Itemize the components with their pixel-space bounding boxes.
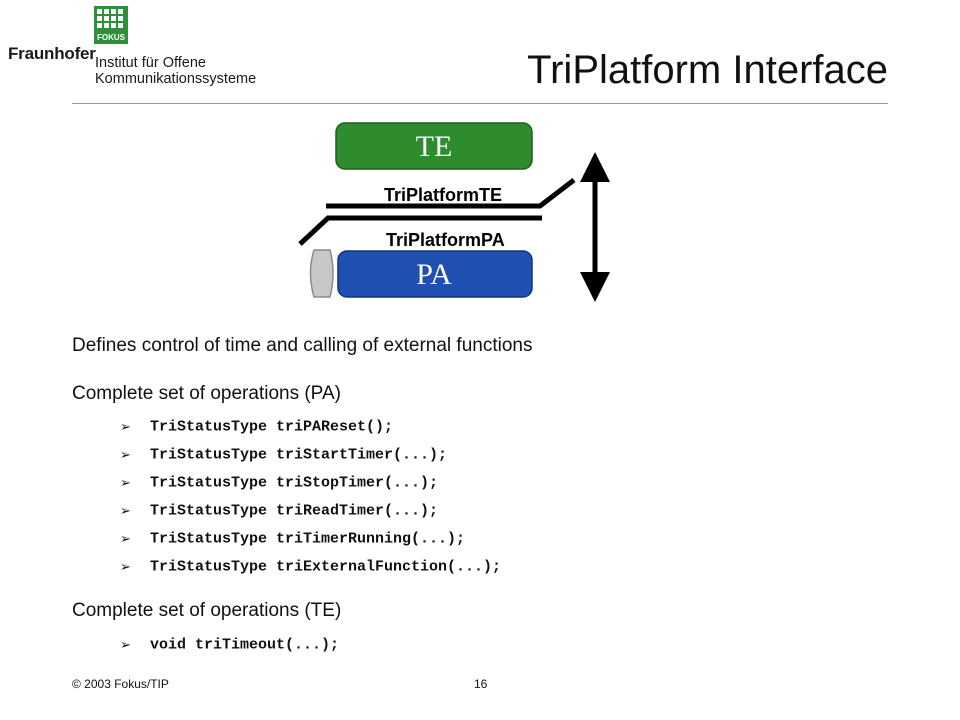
triplatform-pa-line [298, 215, 542, 246]
double-arrow-icon [580, 152, 610, 302]
bullet-arrow-icon: ➢ [120, 558, 131, 574]
bullet-arrow-icon: ➢ [120, 502, 131, 518]
pa-box-label: PA [416, 258, 452, 291]
triplatform-pa-label: TriPlatformPA [386, 230, 505, 250]
triplatform-te-label: TriPlatformTE [384, 185, 502, 205]
te-box-label: TE [416, 130, 453, 163]
te-box [335, 122, 533, 170]
bullet-arrow-icon: ➢ [120, 636, 131, 652]
pa-box [337, 250, 533, 298]
pa-operation: TriStatusType triStopTimer(...); [150, 474, 439, 492]
architecture-diagram: TE PA TriPlatformTE TriPlatformPA [298, 122, 610, 302]
slide-title: TriPlatform Interface [527, 48, 888, 92]
list-item: ➢ TriStatusType triExternalFunction(...); [120, 558, 501, 578]
list-item: ➢ TriStatusType triStartTimer(...); [120, 446, 447, 466]
page-number: 16 [474, 677, 488, 691]
sa-stub-shape [309, 249, 334, 298]
svg-text:FOKUS: FOKUS [97, 33, 126, 42]
pa-operation: TriStatusType triExternalFunction(...); [150, 558, 502, 576]
list-item: ➢ TriStatusType triTimerRunning(...); [120, 530, 465, 550]
te-operations-heading: Complete set of operations (TE) [72, 600, 342, 621]
footer-copyright: © 2003 Fokus/TIP [72, 677, 169, 691]
list-item: ➢ TriStatusType triStopTimer(...); [120, 474, 438, 494]
logo-institute-line2: Kommunikationssysteme [95, 71, 257, 87]
pa-operation: TriStatusType triTimerRunning(...); [150, 530, 466, 548]
list-item: ➢ TriStatusType triReadTimer(...); [120, 502, 438, 522]
pa-operation: TriStatusType triStartTimer(...); [150, 446, 448, 464]
te-operation: void triTimeout(...); [150, 636, 340, 654]
pa-operation: TriStatusType triReadTimer(...); [150, 502, 439, 520]
bullet-arrow-icon: ➢ [120, 418, 131, 434]
pa-operation: TriStatusType triPAReset(); [150, 418, 394, 436]
logo-brand-text: Fraunhofer [8, 44, 96, 63]
list-item: ➢ TriStatusType triPAReset(); [120, 418, 393, 438]
description-line: Defines control of time and calling of e… [72, 335, 533, 356]
bullet-arrow-icon: ➢ [120, 474, 131, 490]
pa-operations-heading: Complete set of operations (PA) [72, 383, 341, 404]
bullet-arrow-icon: ➢ [120, 530, 131, 546]
fraunhofer-fokus-logo-icon: FOKUS [94, 6, 128, 44]
title-divider [72, 103, 888, 104]
list-item: ➢ void triTimeout(...); [120, 636, 339, 656]
triplatform-te-line [326, 178, 576, 209]
bullet-arrow-icon: ➢ [120, 446, 131, 462]
logo-institute-line1: Institut für Offene [95, 55, 206, 71]
